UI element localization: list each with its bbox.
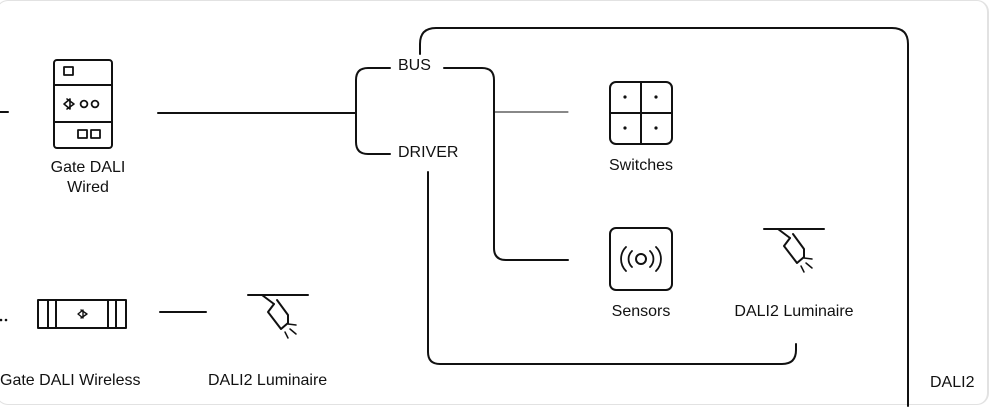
luminaire-right-label: DALI2 Luminaire xyxy=(734,303,854,320)
dali2-zone-label: DALI2 xyxy=(930,374,975,391)
gate-dali-wired-icon xyxy=(53,59,113,149)
luminaire-left-icon xyxy=(247,294,309,339)
junction-brace xyxy=(355,67,391,155)
dali2-zone-border xyxy=(419,27,909,407)
luminaire-left-label: DALI2 Luminaire xyxy=(208,372,328,389)
gate-dali-wireless-icon xyxy=(37,299,127,329)
bus-line xyxy=(443,67,569,261)
gate-dali-wired-label: Gate DALI Wired xyxy=(40,158,136,198)
gate-dali-wireless-label: Gate DALI Wireless xyxy=(0,372,141,389)
luminaire-right-icon xyxy=(763,228,825,273)
sensors-icon xyxy=(609,227,673,291)
switches-label: Switches xyxy=(608,157,674,174)
driver-label: DRIVER xyxy=(398,144,459,161)
switches-icon xyxy=(609,81,673,145)
gate-dali-wired-label-line1: Gate DALI xyxy=(50,159,126,176)
gate-dali-wired-label-line2: Wired xyxy=(67,179,109,196)
bus-label: BUS xyxy=(398,57,431,74)
driver-line xyxy=(427,171,797,365)
left-stub-dots xyxy=(0,318,8,322)
sensors-label: Sensors xyxy=(611,303,671,320)
